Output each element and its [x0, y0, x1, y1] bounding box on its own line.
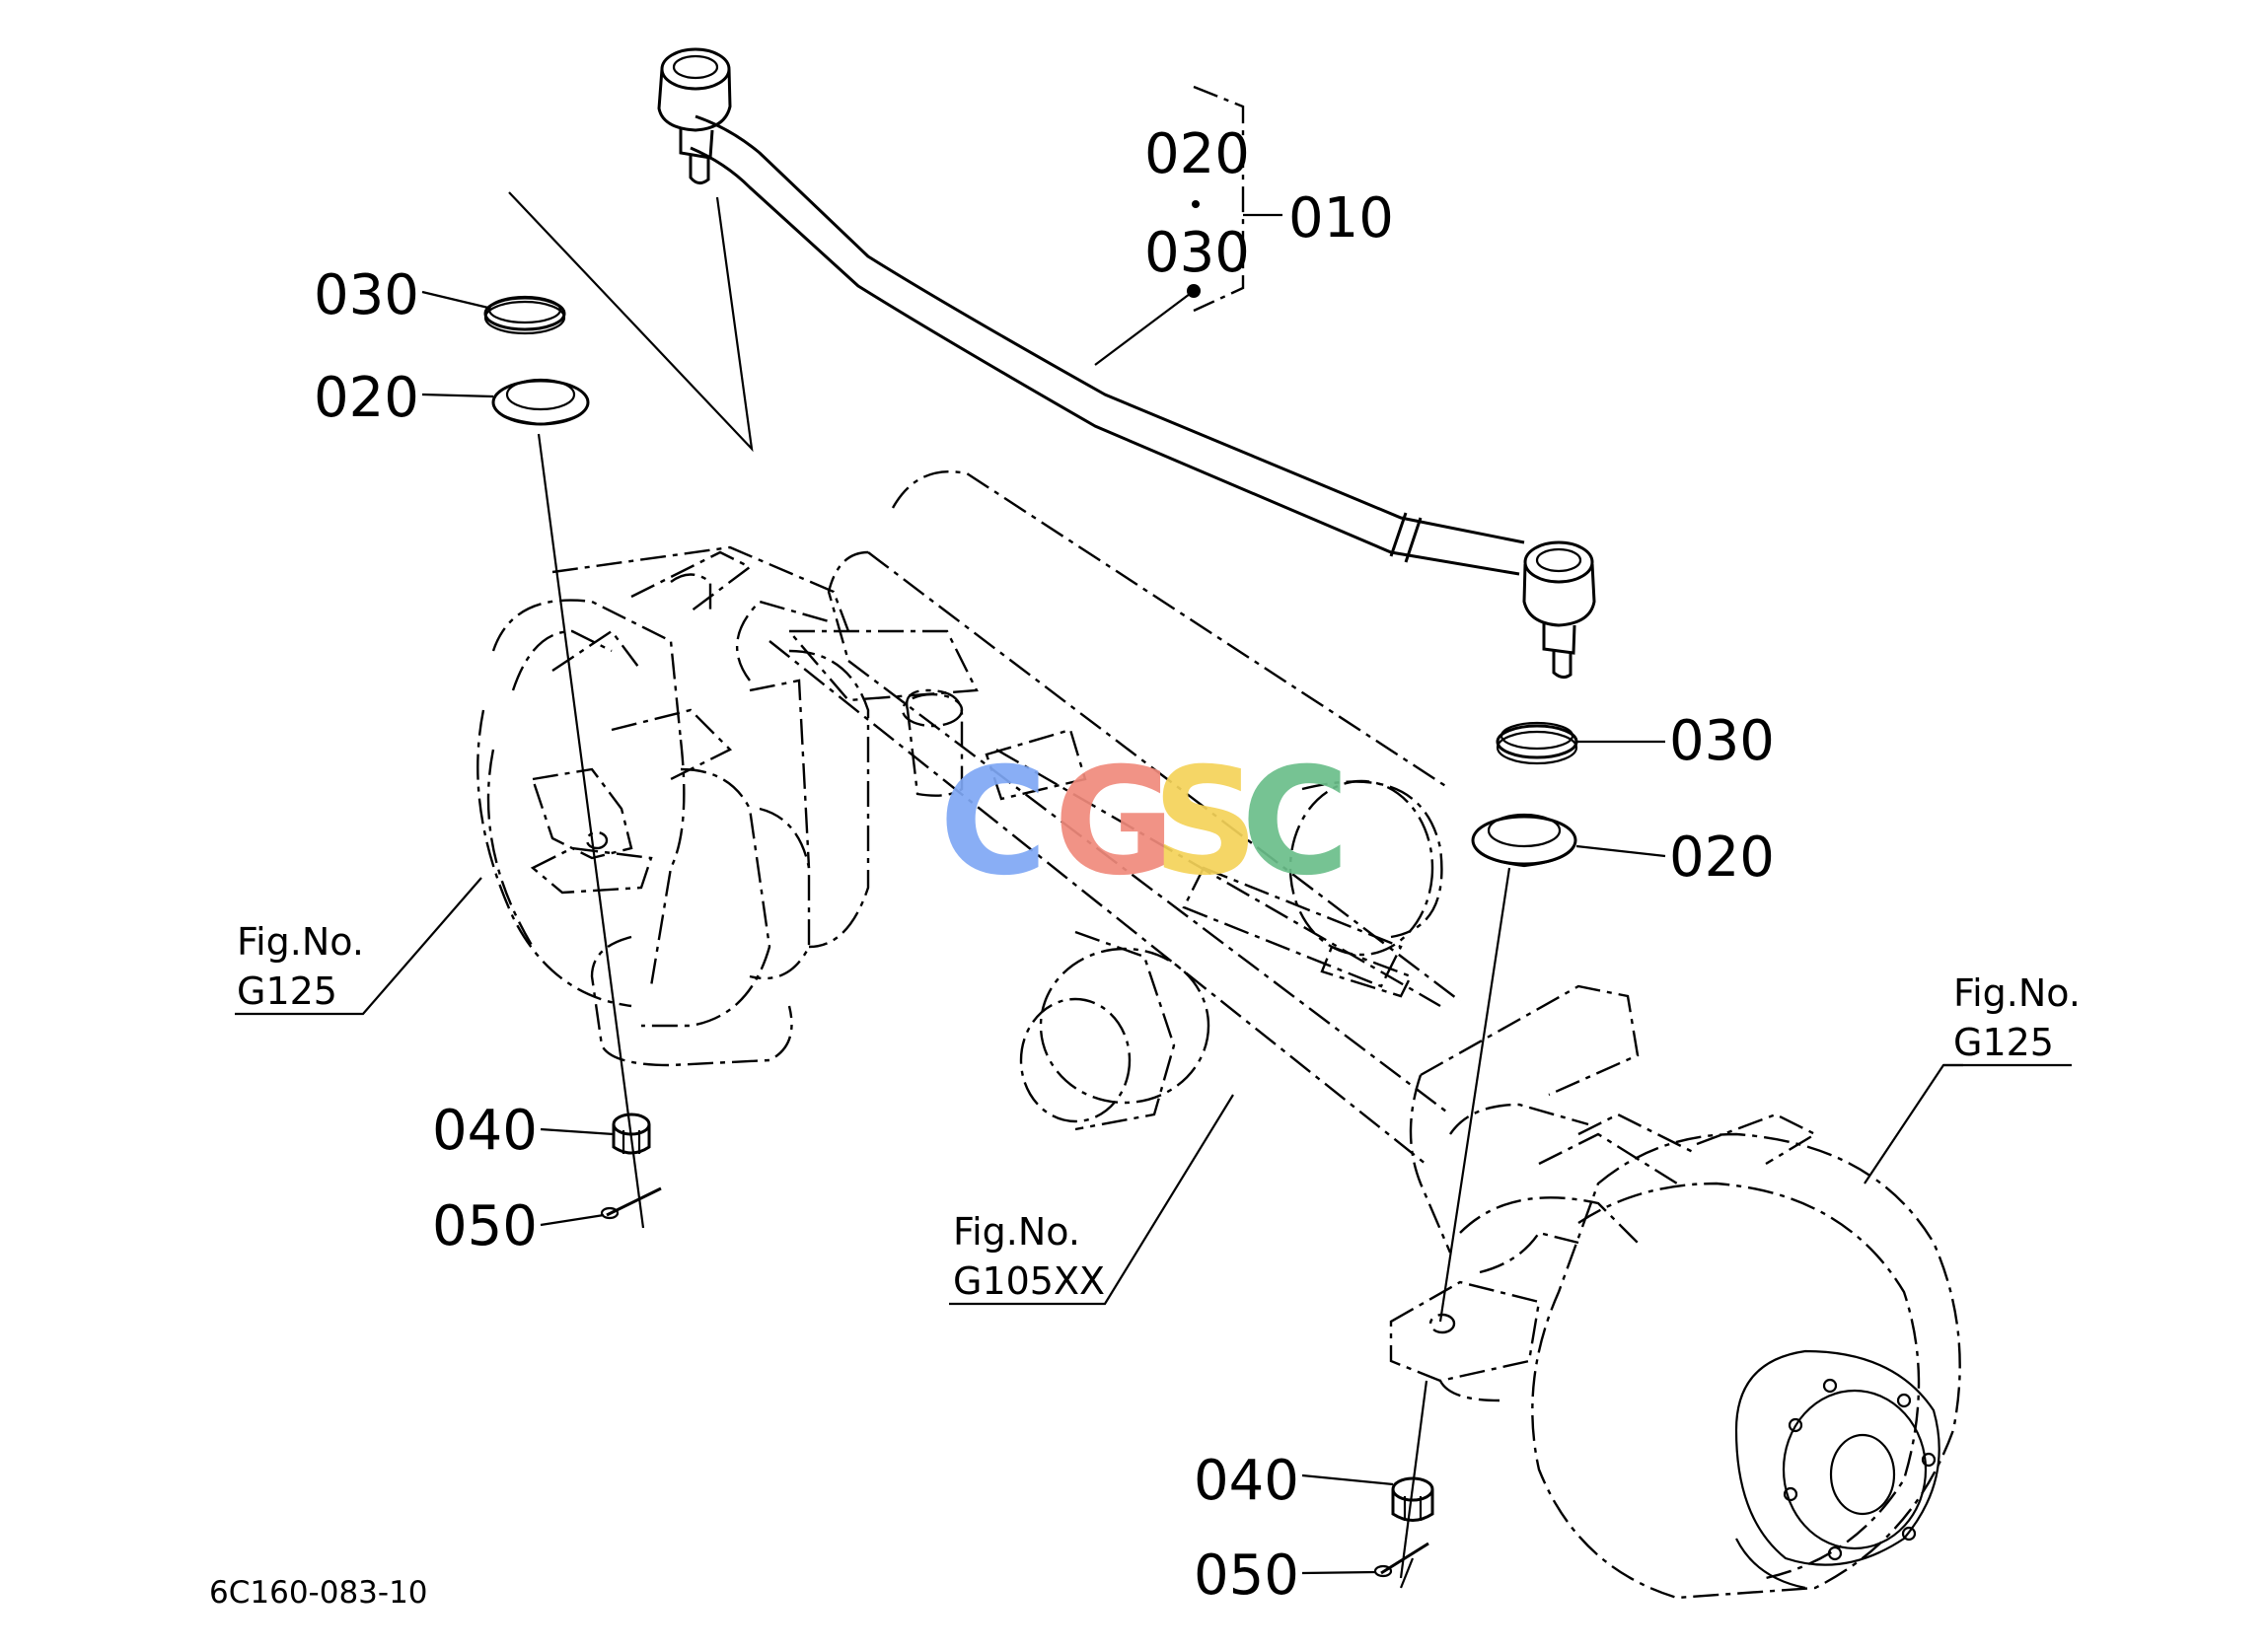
- left-parts: [483, 191, 754, 1229]
- tie-rod: [657, 47, 1596, 680]
- watermark-letter: C: [939, 737, 1048, 908]
- watermark-letter: S: [1152, 737, 1259, 908]
- right-nut-label: 040: [1194, 1449, 1299, 1513]
- assembly-main-label: 010: [1288, 186, 1394, 251]
- fig-ref-center-line1: Fig.No.: [953, 1210, 1080, 1254]
- fig-ref-left-line2: G125: [237, 969, 337, 1013]
- right-parts: [1373, 721, 1578, 1589]
- fig-ref-center-line2: G105XX: [953, 1259, 1105, 1303]
- left-pin-label: 050: [432, 1194, 538, 1258]
- right-pin-label: 050: [1194, 1543, 1299, 1608]
- leader-lines: [235, 290, 2072, 1575]
- left-seal-label: 020: [314, 366, 419, 430]
- fig-ref-left-line1: Fig.No.: [237, 920, 364, 964]
- right-knuckle: [1389, 984, 1961, 1600]
- watermark-letter: C: [1241, 737, 1350, 908]
- axle-housing: [736, 470, 1461, 1165]
- right-seal-label: 020: [1669, 826, 1775, 890]
- watermark-letter: G: [1054, 737, 1175, 908]
- drawing-code: 6C160-083-10: [209, 1575, 428, 1611]
- left-knuckle: [476, 545, 870, 1067]
- left-ring-label: 030: [314, 263, 419, 327]
- assembly-lower-label: 030: [1144, 221, 1250, 285]
- cgsc-watermark-logo: C G S C: [939, 737, 1350, 908]
- fig-ref-right-line2: G125: [1953, 1021, 2054, 1064]
- right-ring-label: 030: [1669, 709, 1775, 773]
- fig-ref-right-line1: Fig.No.: [1953, 971, 2081, 1015]
- assembly-upper-label: 020: [1144, 122, 1250, 186]
- left-nut-label: 040: [432, 1099, 538, 1163]
